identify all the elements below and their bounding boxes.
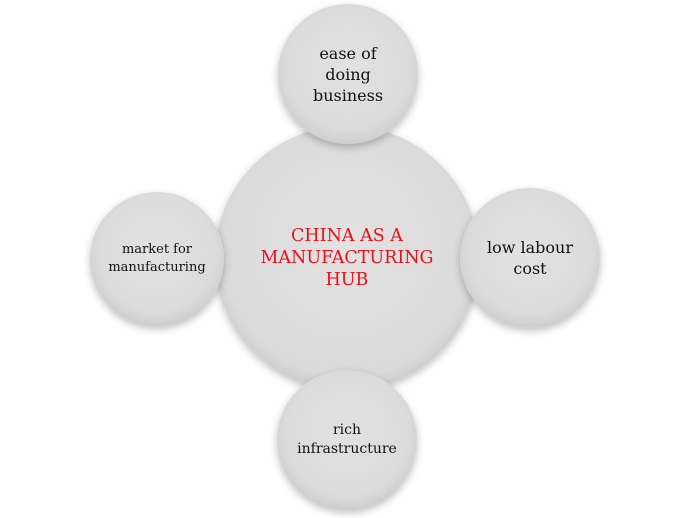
node-label: ease of doing business [312, 43, 384, 105]
center-node: CHINA AS A MANUFACTURING HUB [215, 126, 479, 390]
node-low-labour-cost: low labour cost [460, 188, 600, 328]
center-label: CHINA AS A MANUFACTURING HUB [260, 226, 434, 290]
node-rich-infrastructure: rich infrastructure [277, 370, 417, 510]
node-ease-of-doing-business: ease of doing business [278, 4, 418, 144]
node-label: low labour cost [486, 238, 573, 278]
node-label: rich infrastructure [297, 422, 397, 457]
node-label: market for manufacturing [108, 242, 206, 275]
node-market-for-manufacturing: market for manufacturing [90, 192, 224, 326]
